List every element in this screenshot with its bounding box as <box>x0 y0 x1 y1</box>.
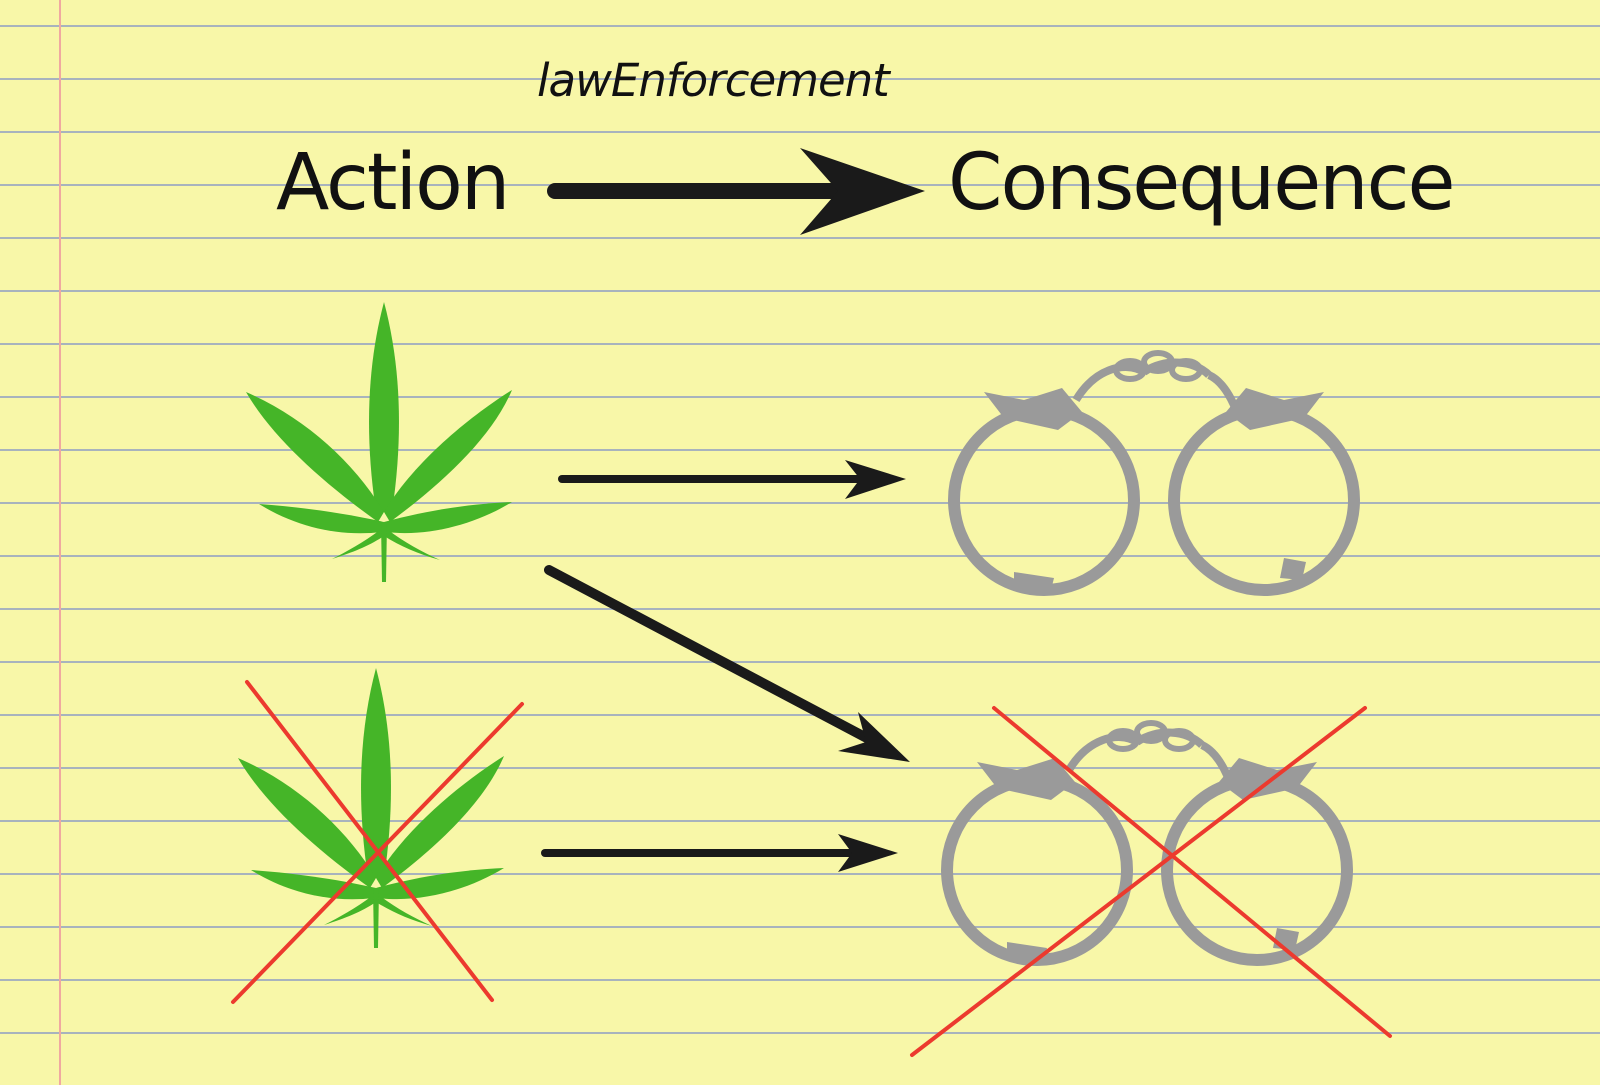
relation-label: lawEnforcement <box>537 54 890 107</box>
arrow-row2 <box>541 834 898 872</box>
handcuffs-crossed-icon <box>947 723 1347 964</box>
cannabis-leaf-icon <box>246 302 512 582</box>
diagonal-arrow <box>544 565 910 762</box>
arrow-row1 <box>558 460 906 499</box>
cross-mark-icon <box>910 706 1392 1057</box>
cannabis-leaf-crossed-icon <box>238 668 504 948</box>
margin-line <box>59 0 61 1085</box>
consequence-heading: Consequence <box>948 138 1455 228</box>
handcuffs-icon <box>954 353 1354 594</box>
header-arrow <box>547 148 925 235</box>
cross-mark-icon <box>231 680 524 1004</box>
action-heading: Action <box>276 138 510 228</box>
